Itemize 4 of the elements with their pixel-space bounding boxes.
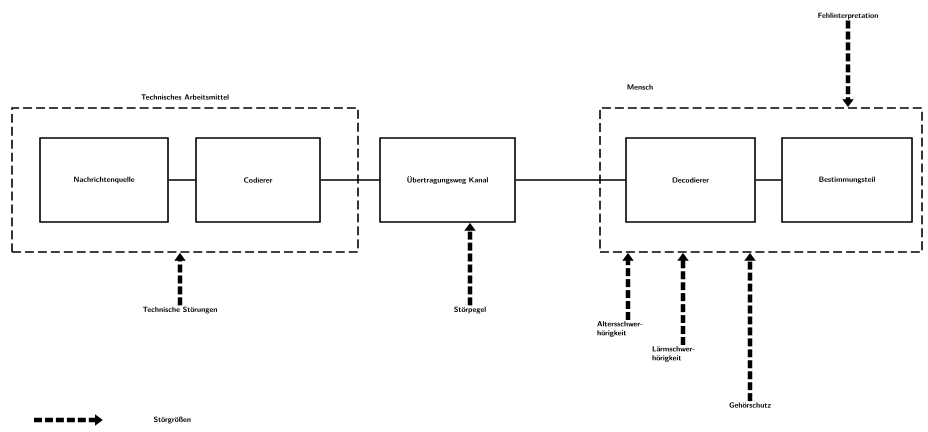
connector-line (516, 179, 626, 181)
connector-line (320, 179, 380, 181)
connector-line (756, 179, 782, 181)
connector-line (168, 179, 196, 181)
